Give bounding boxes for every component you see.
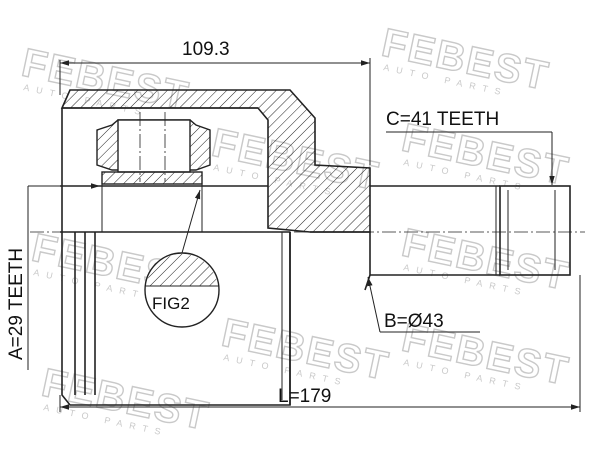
watermark-9: FEBEST AUTO PARTS — [37, 360, 214, 440]
watermark-7: FEBEST AUTO PARTS — [217, 310, 394, 390]
detail-label: FIG2 — [152, 294, 190, 313]
bearing-roller — [117, 119, 191, 173]
callout-diameter: B=Ø43 — [367, 276, 480, 333]
watermark-1: FEBEST AUTO PARTS — [17, 40, 194, 120]
shaft-spline — [499, 185, 571, 276]
dimension-length: L=179 — [59, 275, 581, 412]
spider-hub — [101, 171, 203, 185]
dimension-length-label: L=179 — [278, 386, 331, 407]
diameter-label: B=Ø43 — [384, 311, 444, 332]
detail-fig2: FIG2 — [144, 189, 220, 328]
dimension-width: 109.3 — [59, 39, 371, 165]
callout-outer-spline: C=41 TEETH — [386, 109, 555, 185]
outer-spline-label: C=41 TEETH — [386, 109, 499, 130]
watermark-layer: FEBEST AUTO PARTS FEBEST AUTO PARTS FEBE… — [17, 20, 574, 440]
tripod-bearing — [60, 112, 268, 232]
detail-leader — [181, 189, 201, 254]
watermark-2: FEBEST AUTO PARTS — [377, 20, 554, 100]
callout-inner-spline: A=29 TEETH — [6, 183, 100, 370]
shaft-neck — [310, 231, 371, 291]
inner-spline-label: A=29 TEETH — [6, 248, 27, 360]
watermark-6: FEBEST AUTO PARTS — [397, 220, 574, 300]
dimension-width-label: 109.3 — [182, 39, 230, 60]
diameter-leader — [367, 276, 381, 333]
housing-shell-section — [60, 89, 371, 233]
